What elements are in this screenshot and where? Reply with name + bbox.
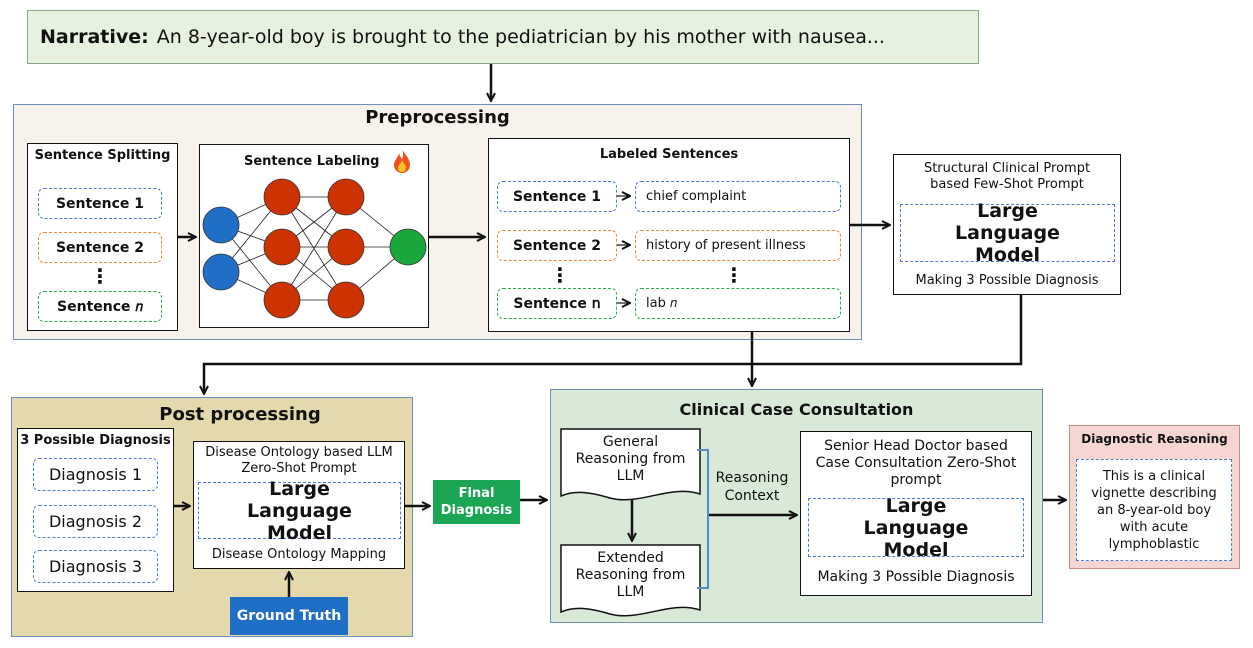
diagnosis-1: Diagnosis 1 xyxy=(33,458,158,491)
labeled-sentence-2: Sentence 2 xyxy=(497,230,617,261)
sentence-labeling-box xyxy=(199,144,429,328)
narrative-text: An 8-year-old boy is brought to the pedi… xyxy=(156,26,885,48)
input-node xyxy=(202,253,240,291)
connector-structural-to-consult xyxy=(752,295,1023,366)
post-processing-title: Post processing xyxy=(159,403,321,425)
structural-llm-box: Large Language Model xyxy=(900,200,1115,266)
split-ellipsis: ⋮ xyxy=(90,264,110,288)
split-sentence-2: Sentence 2 xyxy=(38,232,162,263)
diagnosis-2: Diagnosis 2 xyxy=(33,505,158,538)
diagnosis-3: Diagnosis 3 xyxy=(33,550,158,583)
diagnostic-reasoning-text: This is a clinical vignette describing a… xyxy=(1076,459,1232,561)
ontology-prompt-title: Disease Ontology based LLM Zero-Shot Pro… xyxy=(205,445,393,476)
ontology-prompt-footer: Disease Ontology Mapping xyxy=(211,547,387,562)
hidden-node xyxy=(263,228,301,266)
structural-prompt-title: Structural Clinical Prompt based Few-Sho… xyxy=(923,161,1091,192)
hidden-node xyxy=(327,228,365,266)
hidden-node xyxy=(327,178,365,216)
output-node xyxy=(389,228,427,266)
hidden-node xyxy=(327,281,365,319)
final-diagnosis-badge: Final Diagnosis xyxy=(433,480,520,524)
general-reasoning-document xyxy=(560,428,701,501)
ontology-llm-box: Large Language Model xyxy=(198,478,401,544)
structural-prompt-footer: Making 3 Possible Diagnosis xyxy=(915,273,1099,288)
input-node xyxy=(202,206,240,244)
preprocessing-title: Preprocessing xyxy=(365,106,510,128)
hidden-node xyxy=(263,281,301,319)
diagnostic-reasoning-title: Diagnostic Reasoning xyxy=(1081,432,1228,446)
extended-reasoning-text: Extended Reasoning from LLM xyxy=(575,549,686,600)
split-sentence-1: Sentence 1 xyxy=(38,188,162,219)
extended-reasoning-document xyxy=(560,544,701,617)
fire-icon xyxy=(394,149,410,173)
labeled-ellipsis-right: ⋮ xyxy=(724,263,744,287)
labeled-sentence-1: Sentence 1 xyxy=(497,181,617,212)
senior-llm-box: Large Language Model xyxy=(808,495,1024,561)
reasoning-bracket xyxy=(697,449,709,589)
reasoning-context-label: Reasoning Context xyxy=(715,470,789,504)
senior-doctor-title: Senior Head Doctor based Case Consultati… xyxy=(815,437,1017,488)
hidden-node xyxy=(263,178,301,216)
label-lab-n: lab 𝑛 xyxy=(635,288,841,319)
sentence-labeling-title: Sentence Labeling xyxy=(244,154,380,169)
split-sentence-n: Sentence 𝑛 xyxy=(38,291,162,322)
neural-network-diagram xyxy=(202,178,427,319)
narrative-box: Narrative: An 8-year-old boy is brought … xyxy=(27,10,979,64)
label-history-present-illness: history of present illness xyxy=(635,230,841,261)
arrow-to-post xyxy=(204,332,754,393)
general-reasoning-text: General Reasoning from LLM xyxy=(575,433,686,484)
senior-doctor-footer: Making 3 Possible Diagnosis xyxy=(817,569,1015,585)
labeled-sentences-title: Labeled Sentences xyxy=(599,146,739,162)
sentence-splitting-title: Sentence Splitting xyxy=(34,147,171,163)
ground-truth-badge: Ground Truth xyxy=(230,597,348,635)
label-chief-complaint: chief complaint xyxy=(635,181,841,212)
labeled-ellipsis-left: ⋮ xyxy=(550,263,570,287)
consultation-title: Clinical Case Consultation xyxy=(679,399,914,419)
possible-diagnosis-title: 3 Possible Diagnosis xyxy=(20,432,171,448)
narrative-label: Narrative: xyxy=(40,26,149,48)
labeled-sentence-n: Sentence 𝗇 xyxy=(497,288,617,319)
